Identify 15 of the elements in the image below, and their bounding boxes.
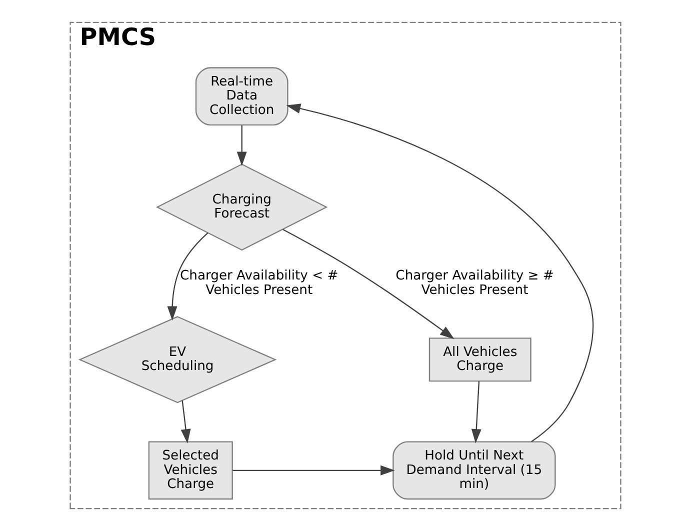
edge-label: Charger Availability ≥ # Vehicles Present	[395, 268, 554, 298]
node-box: All Vehicles Charge	[428, 338, 531, 382]
node-diamond: EV Scheduling	[78, 316, 276, 404]
node-box: Hold Until Next Demand Interval (15 min)	[392, 441, 556, 500]
arrow	[166, 232, 208, 321]
arrow	[180, 400, 190, 444]
arrow	[232, 465, 394, 476]
node-box: Real-time Data Collection	[194, 67, 288, 126]
node-box: Selected Vehicles Charge	[148, 441, 232, 500]
edge-label: Charger Availability < # Vehicles Present	[180, 268, 338, 298]
node-diamond: Charging Forecast	[155, 164, 328, 251]
arrow	[470, 381, 481, 444]
arrow	[286, 104, 594, 442]
arrow	[282, 228, 454, 340]
arrow	[236, 125, 246, 166]
